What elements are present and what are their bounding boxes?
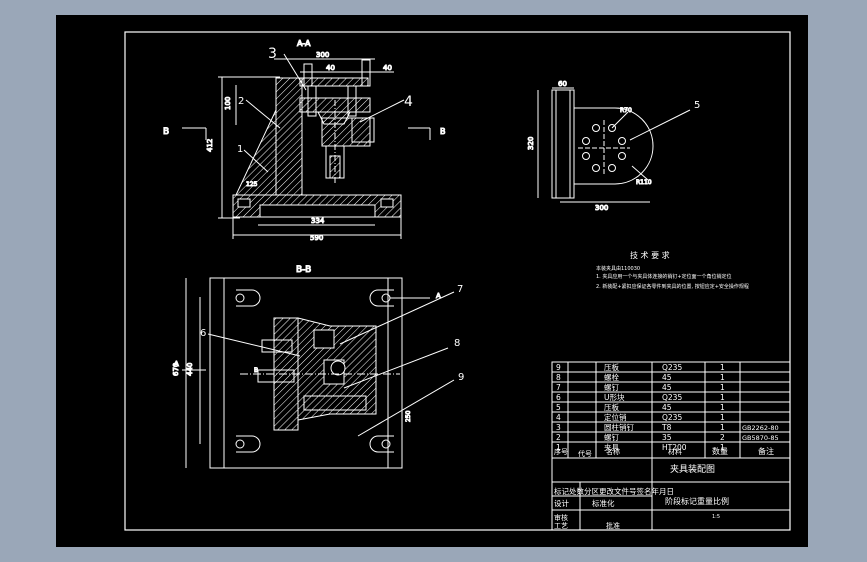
balloon-9: 9 [458,372,464,383]
bom-cell-name: 压板 [604,362,619,372]
bom-header-qty: 数量 [712,446,728,456]
bom-table [551,361,791,531]
bom-cell-qty: 2 [720,433,725,442]
bom-cell-qty: 1 [720,423,725,432]
bom-cell-material: 35 [662,433,672,442]
process-label: 工艺 [554,522,568,530]
technical-requirements: 技 术 要 求 本装夹具由110030 1. 夹具应用一个与夹具体连接的销钉+定… [596,250,749,290]
dim-250: 250 [405,410,412,422]
bom-header-material: 材料 [668,447,682,456]
cut-b-right: B [440,127,446,136]
bom-header-no: 序号 [554,447,568,456]
balloon-4: 4 [404,94,413,110]
balloon-5: 5 [694,100,700,111]
drawing-border [124,31,791,531]
dim-b-bb: B [254,367,258,374]
bom-cell-name: 螺钉 [604,382,619,392]
bom-header-name: 名称 [606,447,620,456]
bom-cell-name: 螺钉 [604,432,619,442]
bom-header: 序号 代号 名称 材料 数量 备注 [554,446,774,458]
design-label: 设计 [554,498,569,508]
bom-cell-material: Q235 [662,413,682,422]
bom-header-note: 备注 [758,446,774,456]
bom-cell-name: 定位销 [604,412,627,422]
section-bb-label: B-B [296,265,311,275]
bom-cell-no: 9 [556,363,561,372]
dim-r70: R70 [620,107,632,114]
balloon-7: 7 [457,284,463,295]
dim-100: 100 [224,97,232,110]
tech-req-line1: 本装夹具由110030 [596,265,640,272]
bom-rows: 9 压板 Q235 1 8 螺栓 45 1 7 螺钉 45 1 6 U形块 Q235 1 5 压板 45 1 4 定位销 Q… [556,362,779,452]
bom-cell-no: 1 [556,443,561,452]
bom-cell-qty: 1 [720,363,725,372]
tech-req-title: 技 术 要 求 [630,250,670,260]
drawing-title: 夹具装配图 [670,463,715,475]
title-block: 夹具装配图 标记处数分区更改文件号签名年月日 设计 标准化 阶段标记重量比例 1… [554,463,729,530]
dim-590: 590 [310,234,323,242]
dim-412: 412 [206,139,214,152]
dim-670: 670 [172,363,180,376]
bom-cell-no: 3 [556,423,561,432]
bom-cell-name: 圆柱销钉 [604,422,634,432]
dim-334: 334 [311,217,325,225]
stage-label: 阶段标记重量比例 [665,496,729,506]
bom-cell-no: 2 [556,433,561,442]
scale-value: 1:5 [712,514,720,520]
bom-cell-qty: 1 [720,383,725,392]
bom-cell-material: Q235 [662,393,682,402]
bom-cell-note: GB2262-80 [742,424,779,432]
bom-cell-name: U形块 [604,392,625,402]
cut-b-left: B [163,127,169,137]
bom-cell-material: Q235 [662,363,682,372]
bom-cell-qty: 1 [720,443,725,452]
dim-r110: R110 [636,179,652,186]
bom-cell-no: 4 [556,413,561,422]
bom-cell-qty: 1 [720,393,725,402]
dim-320: 320 [527,137,535,150]
section-aa-view: A-A 300 40 40 412 100 [163,39,447,243]
dim-440: 440 [186,363,194,376]
bom-cell-material: 45 [662,383,672,392]
dim-300-top: 300 [316,51,329,59]
bom-cell-no: 8 [556,373,561,382]
balloon-3: 3 [268,46,277,62]
bom-cell-name: 压板 [604,402,619,412]
balloon-6: 6 [200,328,206,339]
dim-300-plate: 300 [595,204,608,212]
tech-req-line3: 2. 新装配+紧扣应保证各零件到夹具的位置, 按钮应定+安全操作规程 [596,283,749,290]
bom-cell-name: 夹具 [604,442,619,452]
bom-cell-no: 7 [556,383,561,392]
cut-a-left: A [174,360,179,368]
bom-cell-note: GB5870-85 [742,434,779,442]
bom-cell-qty: 1 [720,403,725,412]
section-aa-label: A-A [297,39,311,48]
bom-cell-material: 45 [662,373,672,382]
cut-a-top: A [436,292,441,300]
dim-40-a: 40 [326,64,335,72]
bom-header-code: 代号 [578,449,592,458]
bom-cell-no: 6 [556,393,561,402]
bom-cell-name: 螺栓 [604,372,619,382]
bom-cell-qty: 1 [720,373,725,382]
bom-cell-material: T8 [661,423,672,432]
bom-cell-material: HT200 [662,443,687,452]
section-bb-view: B-B 440 670 A 250 B A [172,265,455,469]
balloon-8: 8 [454,338,460,349]
balloon-1: 1 [237,144,243,155]
side-view: 60 320 300 R70 R110 [527,80,691,213]
bom-cell-material: 45 [662,403,672,412]
dim-40-b: 40 [383,64,392,72]
approve-label: 批准 [606,521,620,530]
bom-cell-qty: 1 [720,413,725,422]
review-label: 审核 [554,513,568,522]
balloon-2: 2 [238,96,244,107]
standard-label: 标准化 [592,498,615,508]
dim-angle: 125 [246,181,258,188]
revision-row: 标记处数分区更改文件号签名年月日 [554,486,674,496]
bom-cell-no: 5 [556,403,561,412]
dim-60: 60 [558,80,567,88]
tech-req-line2: 1. 夹具应用一个与夹具体连接的销钉+定位面一个角位销定位 [596,273,732,280]
